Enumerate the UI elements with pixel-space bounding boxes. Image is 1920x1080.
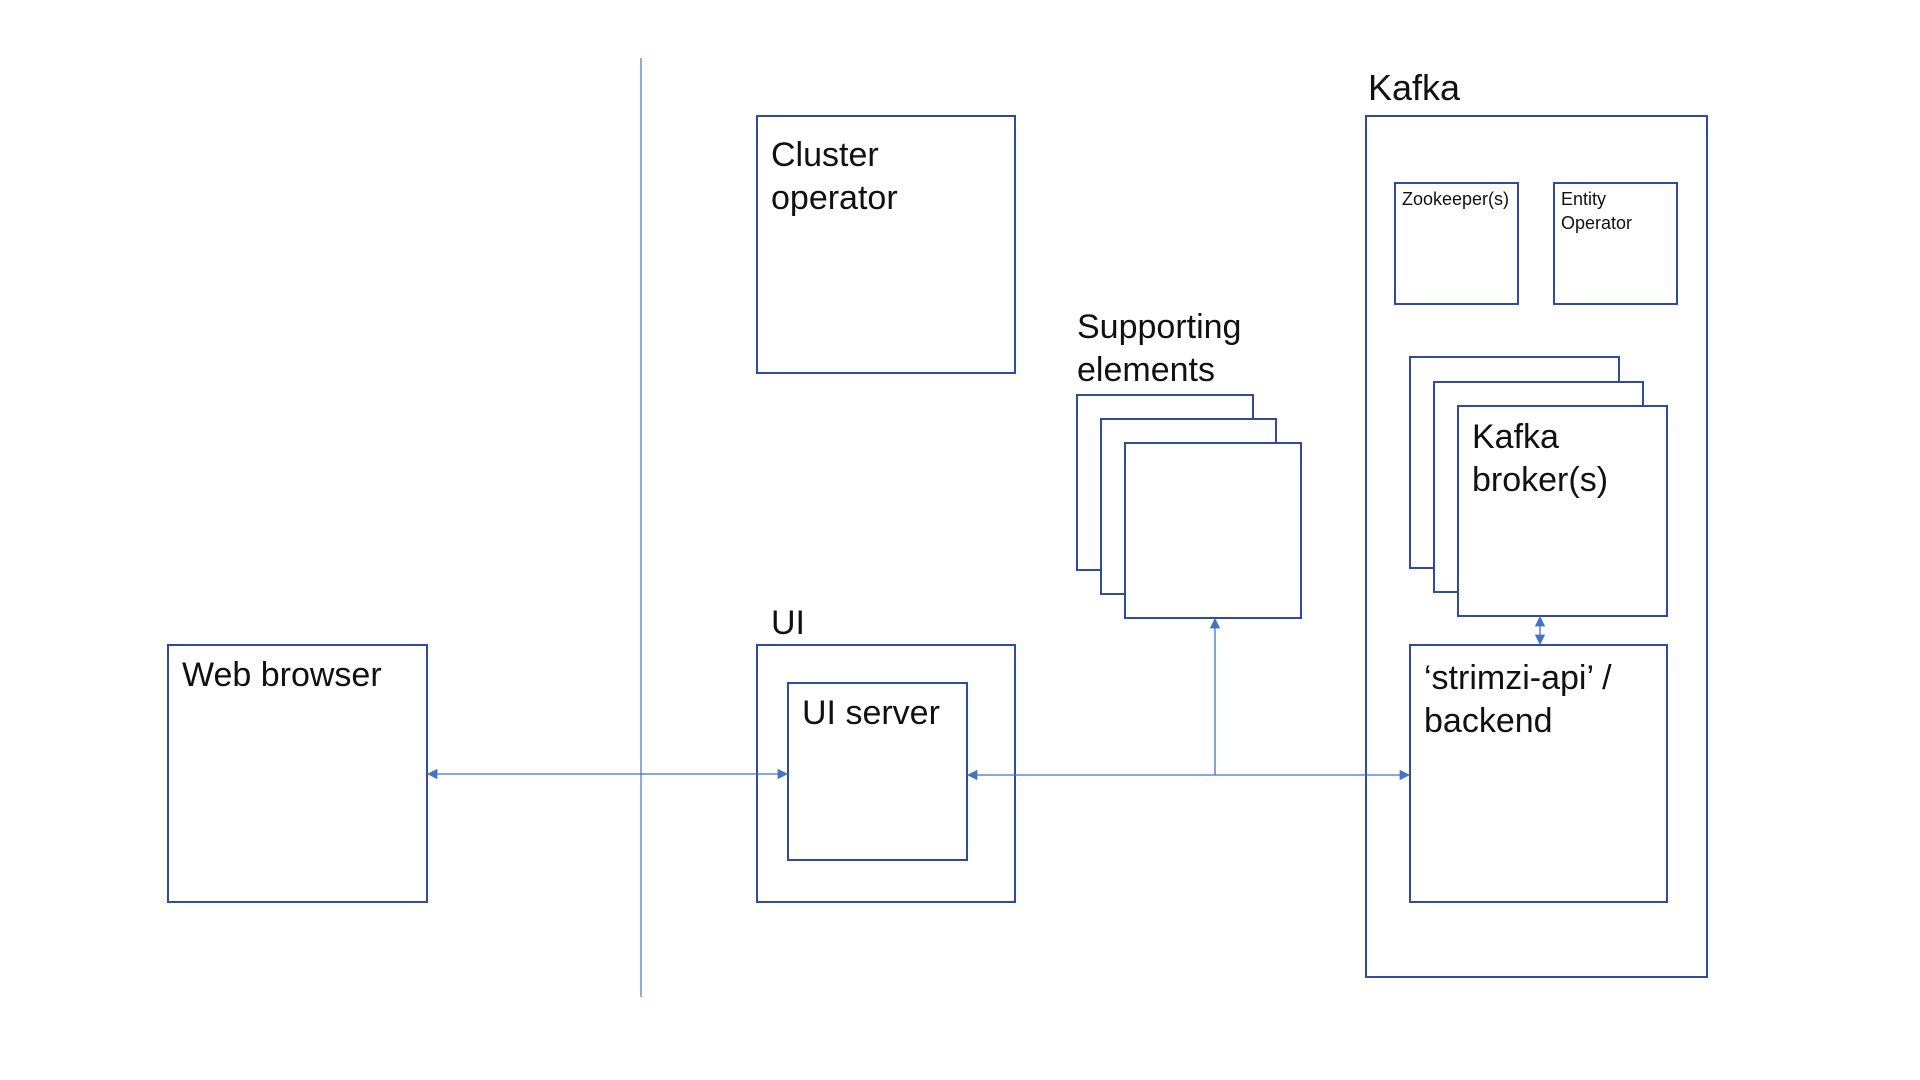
kafka-broker-front [1457, 405, 1668, 617]
entity-operator-box [1553, 182, 1678, 305]
web-browser-label: Web browser [182, 656, 382, 694]
kafka-broker-label-line2: broker(s) [1472, 461, 1608, 499]
supporting-element-front [1124, 442, 1302, 619]
strimzi-api-backend-label-line2: backend [1424, 702, 1553, 740]
kafka-title: Kafka [1368, 67, 1461, 108]
zookeeper-label: Zookeeper(s) [1402, 189, 1509, 209]
supporting-elements-label-line1: Supporting [1077, 308, 1241, 346]
cluster-operator-label-line1: Cluster [771, 136, 879, 174]
ui-title: UI [771, 604, 805, 642]
supporting-elements-label-line2: elements [1077, 351, 1215, 389]
kafka-broker-label-line1: Kafka [1472, 418, 1559, 456]
entity-operator-label-line2: Operator [1561, 213, 1632, 233]
cluster-operator-box [756, 115, 1016, 374]
web-browser-box [167, 644, 428, 903]
ui-server-label: UI server [802, 694, 940, 732]
strimzi-api-backend-label-line1: ‘strimzi-api’ / [1424, 659, 1612, 697]
zookeeper-box [1394, 182, 1519, 305]
entity-operator-label-line1: Entity [1561, 189, 1606, 209]
cluster-operator-label-line2: operator [771, 179, 898, 217]
